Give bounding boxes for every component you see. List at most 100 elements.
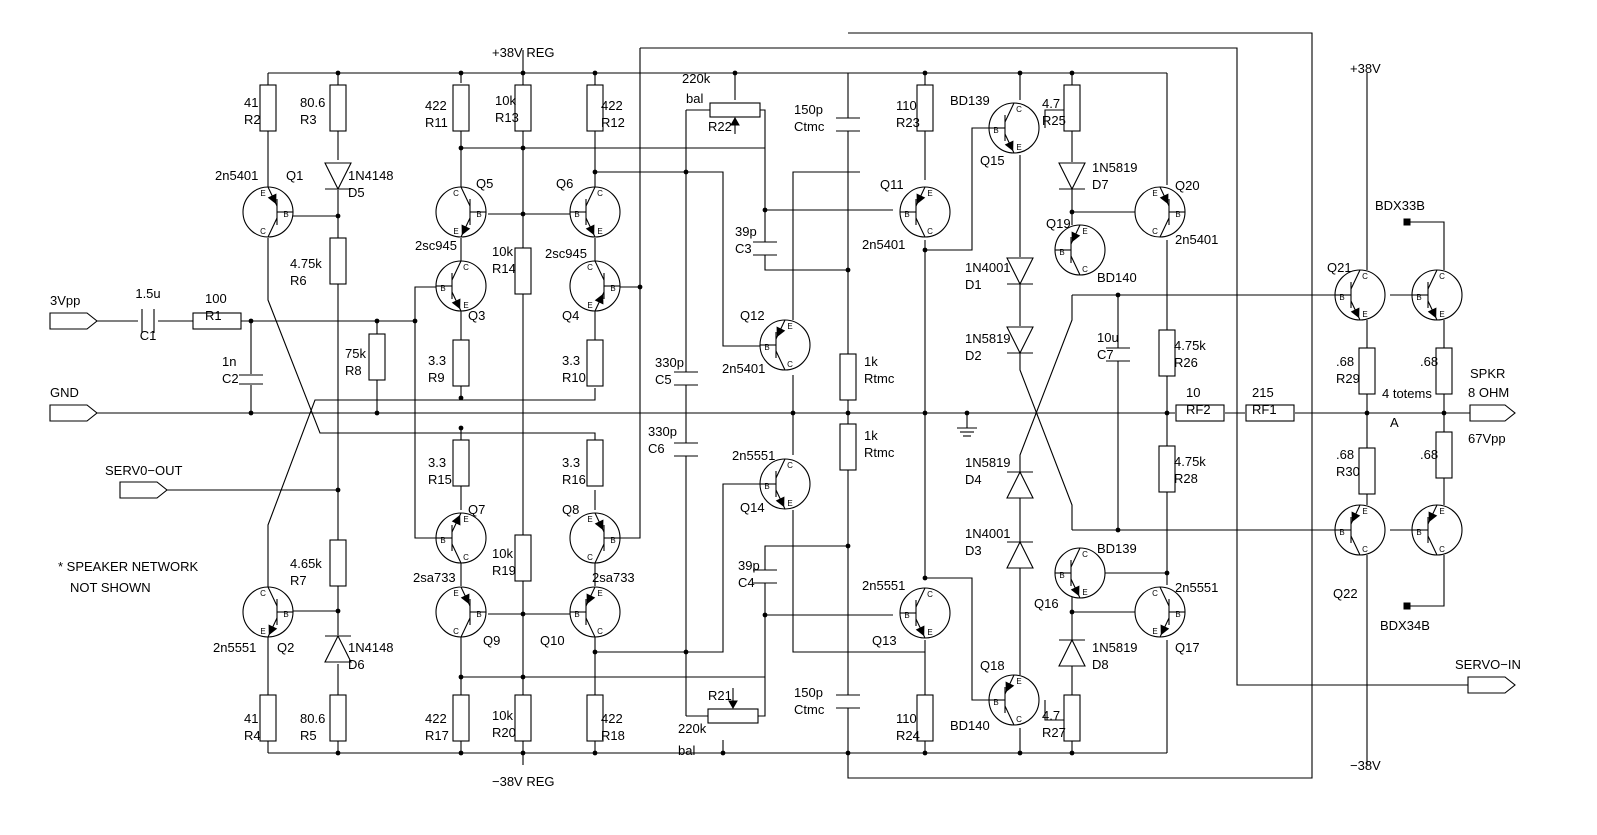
- pin-e-letter: E: [1082, 588, 1087, 597]
- c5-ref: C5: [655, 372, 672, 387]
- pin-c-letter: C: [927, 590, 933, 599]
- q3-ref: Q3: [468, 308, 485, 323]
- node-a-label: A: [1390, 415, 1399, 430]
- input-port-3vpp: [49, 312, 98, 330]
- r17-value: 422: [425, 711, 447, 726]
- d1-ref: D1: [965, 277, 982, 292]
- q18-value: BD140: [950, 718, 990, 733]
- pin-b-letter: B: [1416, 528, 1421, 537]
- q21b-value: BDX33B: [1375, 198, 1425, 213]
- c7-ref: C7: [1097, 347, 1114, 362]
- pin-c-letter: C: [463, 263, 469, 272]
- ctmcbot-ref: Ctmc: [794, 702, 825, 717]
- pin-c-letter: C: [587, 553, 593, 562]
- ctmcbot-value: 150p: [794, 685, 823, 700]
- d7-ref: D7: [1092, 177, 1109, 192]
- q20-ref: Q20: [1175, 178, 1200, 193]
- pin-e-letter: E: [463, 301, 468, 310]
- d4-value: 1N5819: [965, 455, 1011, 470]
- q10-ref: Q10: [540, 633, 565, 648]
- r13-ref: R13: [495, 110, 519, 125]
- bal-label-bottom: bal: [678, 743, 695, 758]
- d8-value: 1N5819: [1092, 640, 1138, 655]
- q9-value: 2sa733: [413, 570, 456, 585]
- pin-e-letter: E: [1152, 627, 1157, 636]
- pin-b-letter: B: [904, 611, 909, 620]
- d6-ref: D6: [348, 657, 365, 672]
- d6-value: 1N4148: [348, 640, 394, 655]
- q16-ref: Q16: [1034, 596, 1059, 611]
- q12-value: 2n5401: [722, 361, 765, 376]
- pin-e-letter: E: [587, 515, 592, 524]
- resistor-r29b: .68: [1420, 347, 1453, 395]
- q17-ref: Q17: [1175, 640, 1200, 655]
- junction-dots: [248, 70, 1447, 756]
- q5-value: 2sc945: [415, 238, 457, 253]
- r11-ref: R11: [425, 115, 448, 130]
- r20-value: 10k: [492, 708, 513, 723]
- c2-value: 1n: [222, 354, 236, 369]
- r6-ref: R6: [290, 273, 307, 288]
- r28-value: 4.75k: [1174, 454, 1206, 469]
- pin-b-letter: B: [764, 482, 769, 491]
- r18-ref: R18: [601, 728, 625, 743]
- r10-ref: R10: [562, 370, 586, 385]
- pin-c-letter: C: [1362, 272, 1368, 281]
- c1-ref: C1: [140, 328, 157, 343]
- q6-ref: Q6: [556, 176, 573, 191]
- pin-e-letter: E: [927, 628, 932, 637]
- pin-b-letter: B: [1339, 528, 1344, 537]
- pin-e-letter: E: [587, 301, 592, 310]
- servo-in-label: SERVO−IN: [1455, 657, 1521, 672]
- pin-c-letter: C: [927, 227, 933, 236]
- pin-c-letter: C: [1439, 545, 1445, 554]
- r23-ref: R23: [896, 115, 920, 130]
- r9-value: 3.3: [428, 353, 446, 368]
- pin-b-letter: B: [1175, 610, 1180, 619]
- q2-value: 2n5551: [213, 640, 256, 655]
- rf1-ref: RF1: [1252, 402, 1277, 417]
- pin-b-letter: B: [574, 210, 579, 219]
- q1-value: 2n5401: [215, 168, 258, 183]
- pin-c-letter: C: [787, 360, 793, 369]
- resistor-r9: 3.3R9: [428, 339, 470, 387]
- pin-b-letter: B: [904, 210, 909, 219]
- rf2-ref: RF2: [1186, 402, 1211, 417]
- r30b-value: .68: [1420, 447, 1438, 462]
- r29-value: .68: [1336, 354, 1354, 369]
- rail-pos-label: +38V: [1350, 61, 1381, 76]
- rail-pos-reg-label: +38V REG: [492, 45, 555, 60]
- pin-e-letter: E: [787, 499, 792, 508]
- r20-ref: R20: [492, 725, 516, 740]
- q21-ref: Q21: [1327, 260, 1352, 275]
- pin-b-letter: B: [283, 210, 288, 219]
- pin-e-letter: E: [260, 627, 265, 636]
- r29-ref: R29: [1336, 371, 1360, 386]
- r2-ref: R2: [244, 112, 261, 127]
- c3-value: 39p: [735, 224, 757, 239]
- q5-ref: Q5: [476, 176, 493, 191]
- q19-value: BD140: [1097, 270, 1137, 285]
- input-label: 3Vpp: [50, 293, 80, 308]
